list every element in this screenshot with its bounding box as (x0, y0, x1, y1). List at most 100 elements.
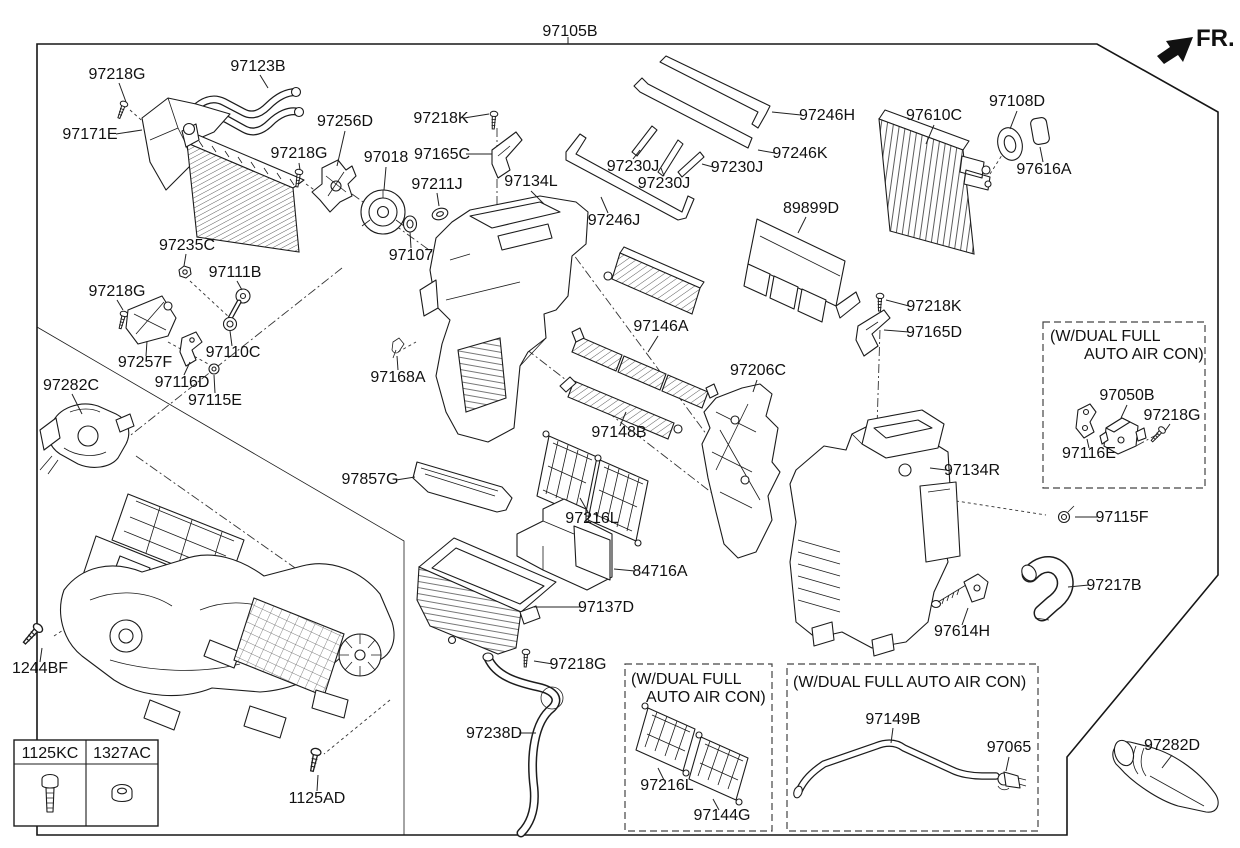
callout-97218g-1: 97218G (89, 66, 146, 83)
drawing-lever-97116e (1075, 403, 1097, 439)
drawing-screw-1125ad (306, 746, 323, 773)
callout-97110c: 97110C (206, 344, 261, 361)
callout-97115e: 97115E (188, 392, 242, 409)
drawing-bushing-97110c (222, 316, 238, 332)
inset1-title-line2: AUTO AIR CON) (1084, 346, 1204, 363)
callout-97218k-1: 97218K (413, 110, 468, 127)
callout-97165c: 97165C (414, 146, 470, 163)
drawing-bracket-97165d (855, 309, 891, 357)
callout-97168a: 97168A (370, 369, 425, 386)
callout-97108d: 97108D (989, 93, 1045, 110)
callout-97230j-1: 97230J (607, 158, 660, 175)
drawing-door-strip-97148b (559, 376, 683, 440)
callout-97246j: 97246J (588, 212, 641, 229)
callout-97137d: 97137D (578, 599, 634, 616)
callout-97230j-2: 97230J (638, 175, 691, 192)
callout-97218g-4: 97218G (550, 656, 607, 673)
drawing-clip-97168a (391, 337, 405, 359)
callout-97217b: 97217B (1086, 577, 1141, 594)
callout-97116d: 97116D (155, 374, 210, 391)
drawing-nut-97235c (178, 265, 192, 279)
drawing-door-strips-97146a (571, 327, 719, 409)
drawing-actuator-97257f (125, 295, 177, 345)
callout-97171e: 97171E (62, 126, 117, 143)
callout-97246h: 97246H (799, 107, 855, 124)
inset1-title-line1: (W/DUAL FULL (1050, 328, 1161, 345)
callout-1244bf: 1244BF (12, 660, 68, 677)
callout-97050b: 97050B (1099, 387, 1154, 404)
drawing-screw-97218k-2 (875, 292, 885, 312)
drawing-seal-strips (565, 55, 771, 221)
drawing-filter-97216l-inset (635, 702, 696, 777)
drawing-drain-hose-97238d (482, 652, 564, 838)
callout-84716a: 84716A (632, 563, 687, 580)
drawing-screw-97218k-1 (488, 110, 499, 130)
callout-97148b: 97148B (591, 424, 646, 441)
drawing-screw-97218g-1 (114, 99, 129, 120)
callout-97282d: 97282D (1144, 737, 1200, 754)
callout-97610c: 97610C (906, 107, 962, 124)
bolt-icon (41, 773, 59, 813)
callout-97238d: 97238D (466, 725, 522, 742)
drawing-heater-core (181, 122, 305, 253)
drawing-blower-assembly (60, 493, 395, 739)
drawing-pipe-grommet-97108d (997, 127, 1023, 161)
inset2-title-line2: AUTO AIR CON) (646, 689, 766, 706)
drawing-grommet-97115f (1057, 505, 1075, 524)
drawing-hose-97217b (1021, 556, 1074, 622)
front-direction-label: FR. (1196, 25, 1235, 52)
drawing-lever-97111b (225, 288, 251, 325)
callout-97123b: 97123B (230, 58, 285, 75)
callout-97149b: 97149B (865, 711, 920, 728)
callout-97218g-5: 97218G (1144, 407, 1201, 424)
callout-97614h: 97614H (934, 623, 990, 640)
callout-97211j: 97211J (411, 176, 462, 193)
diagram-border (36, 43, 1219, 836)
callout-97018: 97018 (364, 149, 409, 166)
drawing-bracket-97165c (491, 131, 523, 179)
callout-97857g: 97857G (342, 471, 399, 488)
inset2-title-line1: (W/DUAL FULL (631, 671, 742, 688)
front-direction-arrow-icon (1157, 37, 1193, 64)
drawing-cover-97857g (412, 461, 513, 513)
callout-97146a: 97146A (633, 318, 688, 335)
callout-97218k-2: 97218K (906, 298, 961, 315)
drawing-grommet-97107 (402, 215, 418, 233)
callout-97116e: 97116E (1062, 445, 1116, 462)
inset-dual-auto-air-con-2: (W/DUAL FULL AUTO AIR CON) (624, 663, 773, 832)
leader-lines (39, 74, 1173, 811)
callout-97216l-inset: 97216L (640, 777, 693, 794)
drawing-filter-97147a (603, 246, 705, 315)
callout-1125ad: 1125AD (289, 790, 346, 807)
drawing-mode-bracket (311, 159, 357, 213)
drawing-hose-97149b (793, 739, 1000, 799)
drawing-heater-case-left (419, 195, 589, 443)
table-header-1327ac: 1327AC (93, 745, 151, 762)
callout-97115f: 97115F (1095, 509, 1148, 526)
drawing-duct-97282d (1112, 739, 1219, 813)
hardware-legend-table: 1125KC 1327AC (13, 739, 159, 827)
callout-97230j-3: 97230J (711, 159, 764, 176)
drawing-lower-case-97137d (416, 537, 557, 655)
table-header-1125kc: 1125KC (22, 745, 79, 762)
callout-97282c: 97282C (43, 377, 99, 394)
drawing-filter-97144g (688, 731, 749, 806)
callout-97144g: 97144G (694, 807, 751, 824)
callout-97216l: 97216L (565, 510, 618, 527)
drawing-cam-piece (431, 207, 449, 221)
callout-97165d: 97165D (906, 324, 962, 341)
callout-97134l: 97134L (504, 173, 557, 190)
inset3-title: (W/DUAL FULL AUTO AIR CON) (793, 674, 1026, 691)
drawing-filters-97216l (536, 430, 649, 547)
inset-dual-auto-air-con-3: (W/DUAL FULL AUTO AIR CON) (786, 663, 1039, 832)
callout-97107: 97107 (389, 247, 434, 264)
drawing-separator-97206c (701, 383, 781, 559)
callout-97065: 97065 (987, 739, 1032, 756)
drawing-sensor-screw-97614h (930, 573, 989, 609)
callout-97105b: 97105B (542, 23, 597, 40)
callout-97257f: 97257F (118, 354, 172, 371)
drawing-actuator-97050b (1099, 417, 1147, 455)
callout-97256d: 97256D (317, 113, 373, 130)
callout-97218g-2: 97218G (271, 145, 328, 162)
